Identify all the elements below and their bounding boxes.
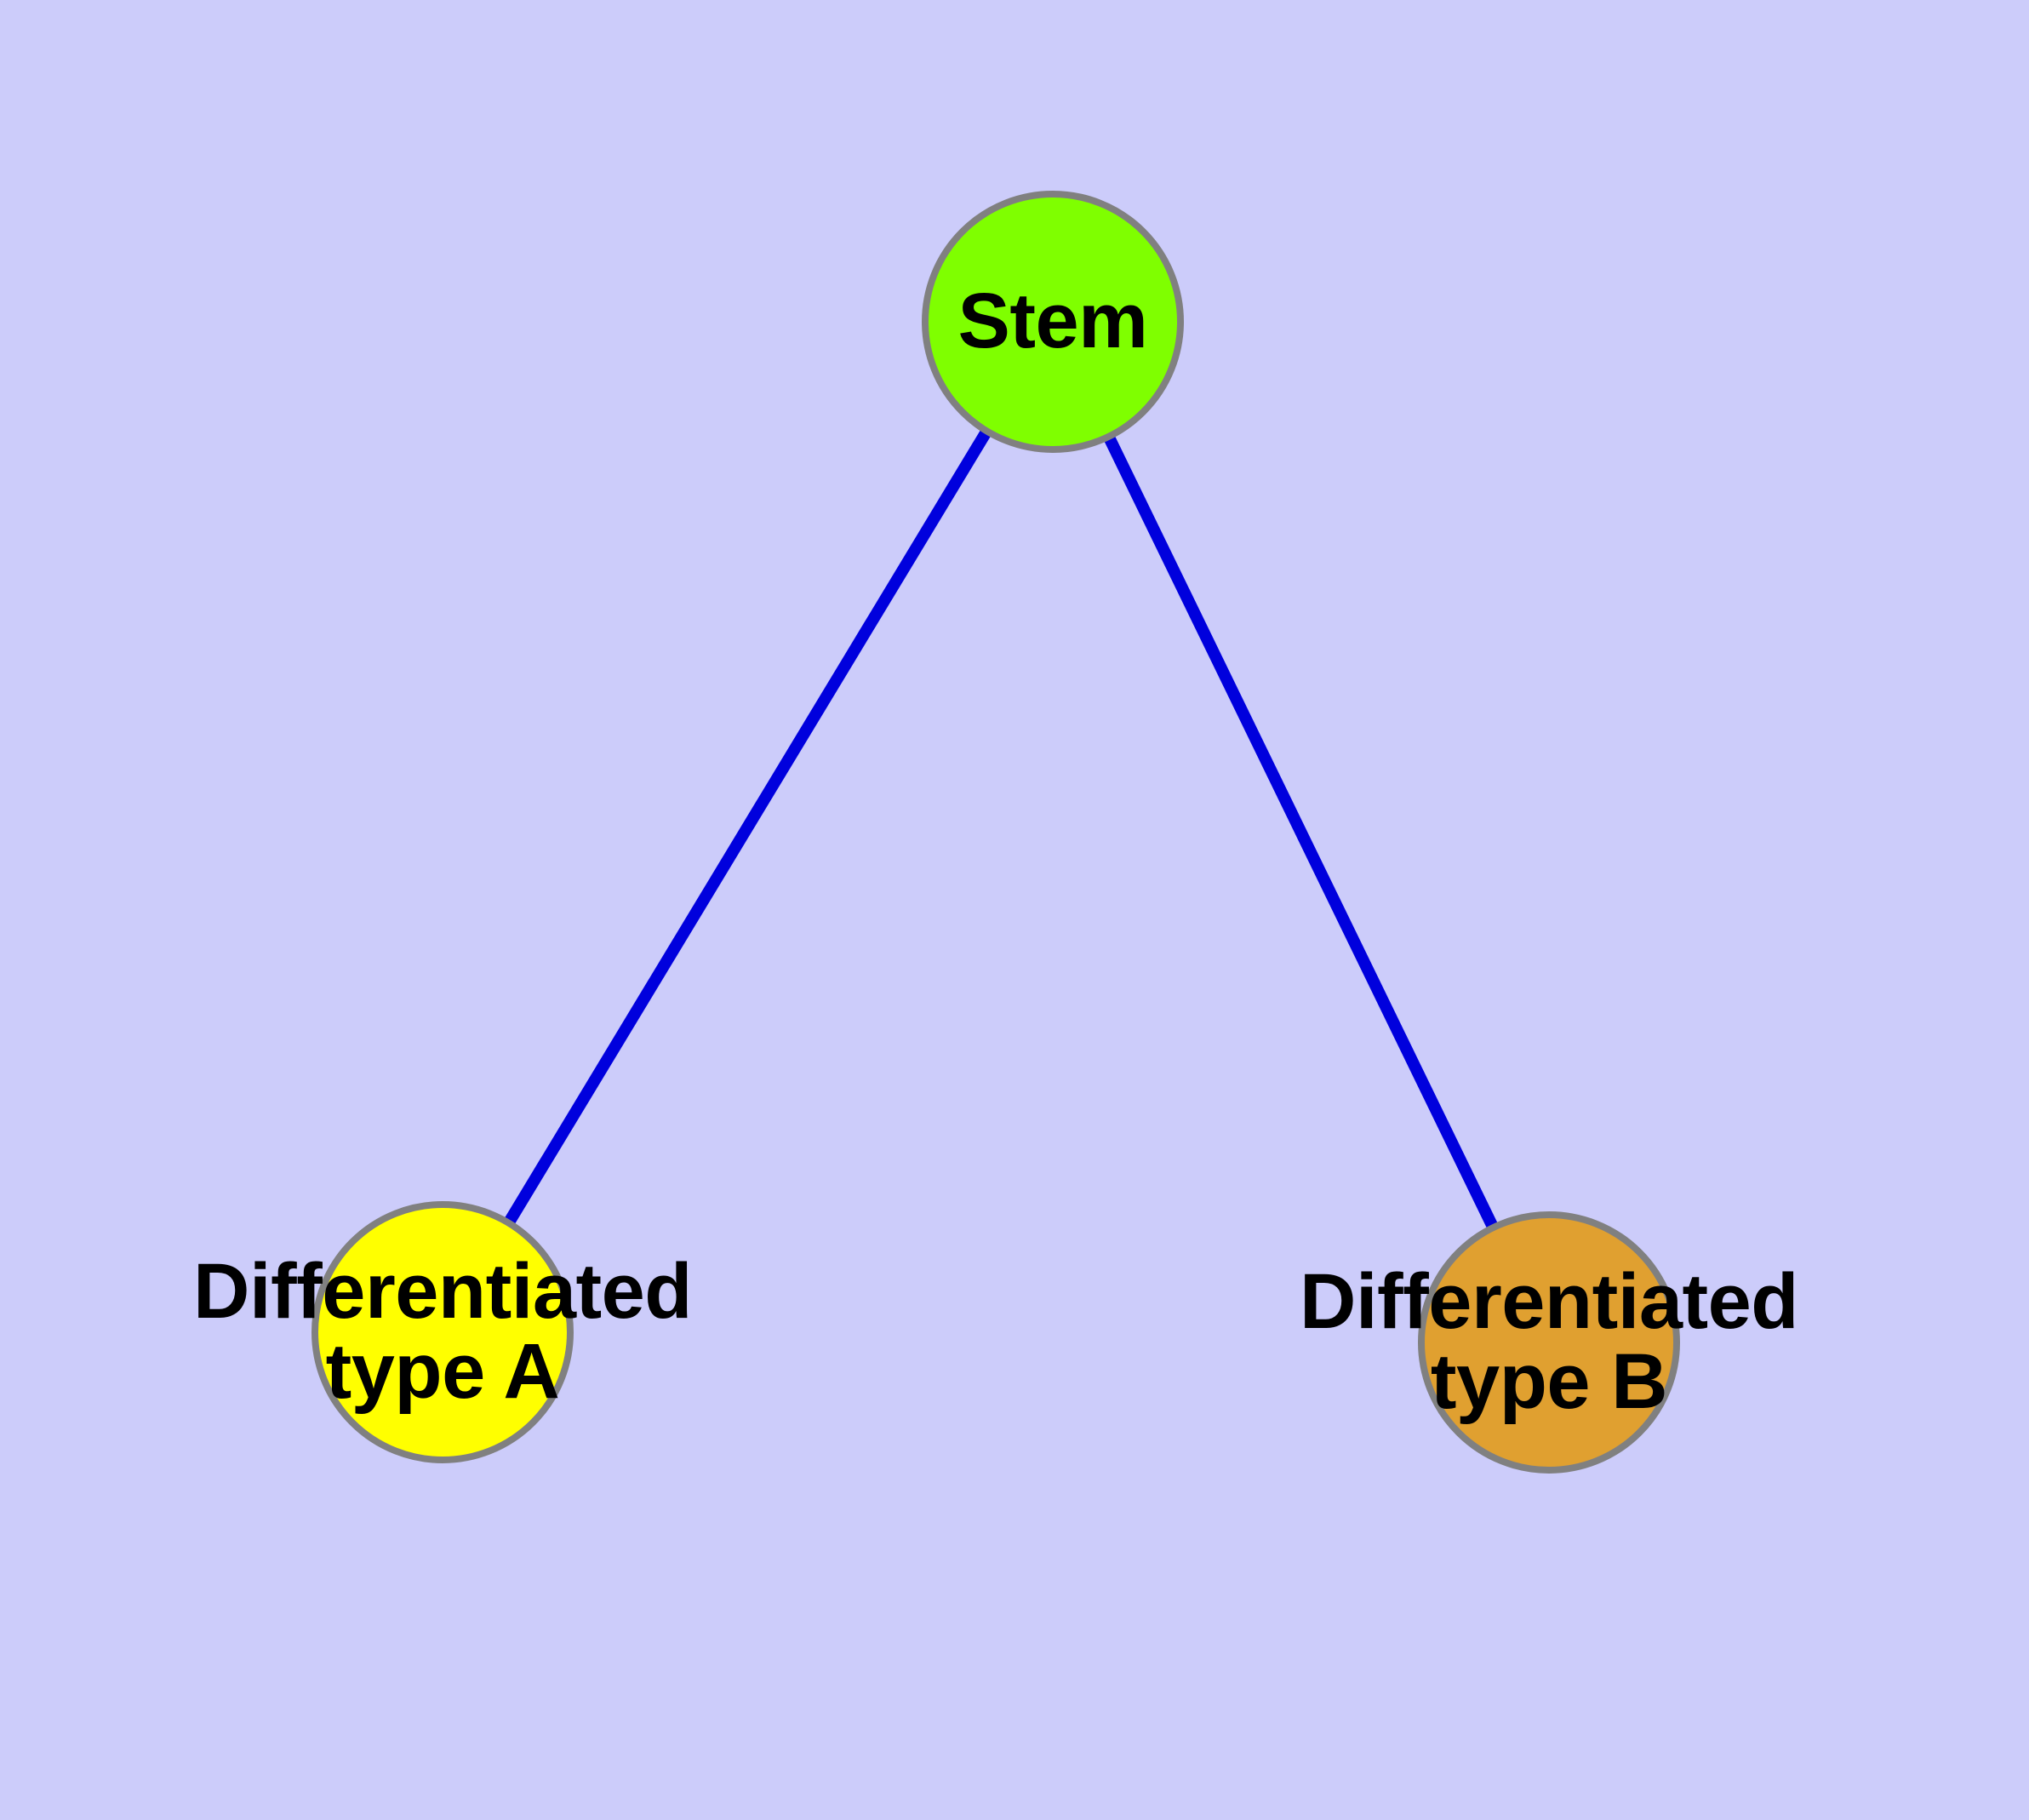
graph-node-stem[interactable] bbox=[922, 191, 1184, 453]
graph-node-diff_b[interactable] bbox=[1418, 1211, 1680, 1474]
edges-layer bbox=[437, 318, 1555, 1346]
graph-node-diff_a[interactable] bbox=[311, 1201, 574, 1463]
graph-edge[interactable] bbox=[437, 318, 1058, 1336]
nodes-layer bbox=[311, 191, 1680, 1474]
graph-edge[interactable] bbox=[1047, 318, 1555, 1346]
